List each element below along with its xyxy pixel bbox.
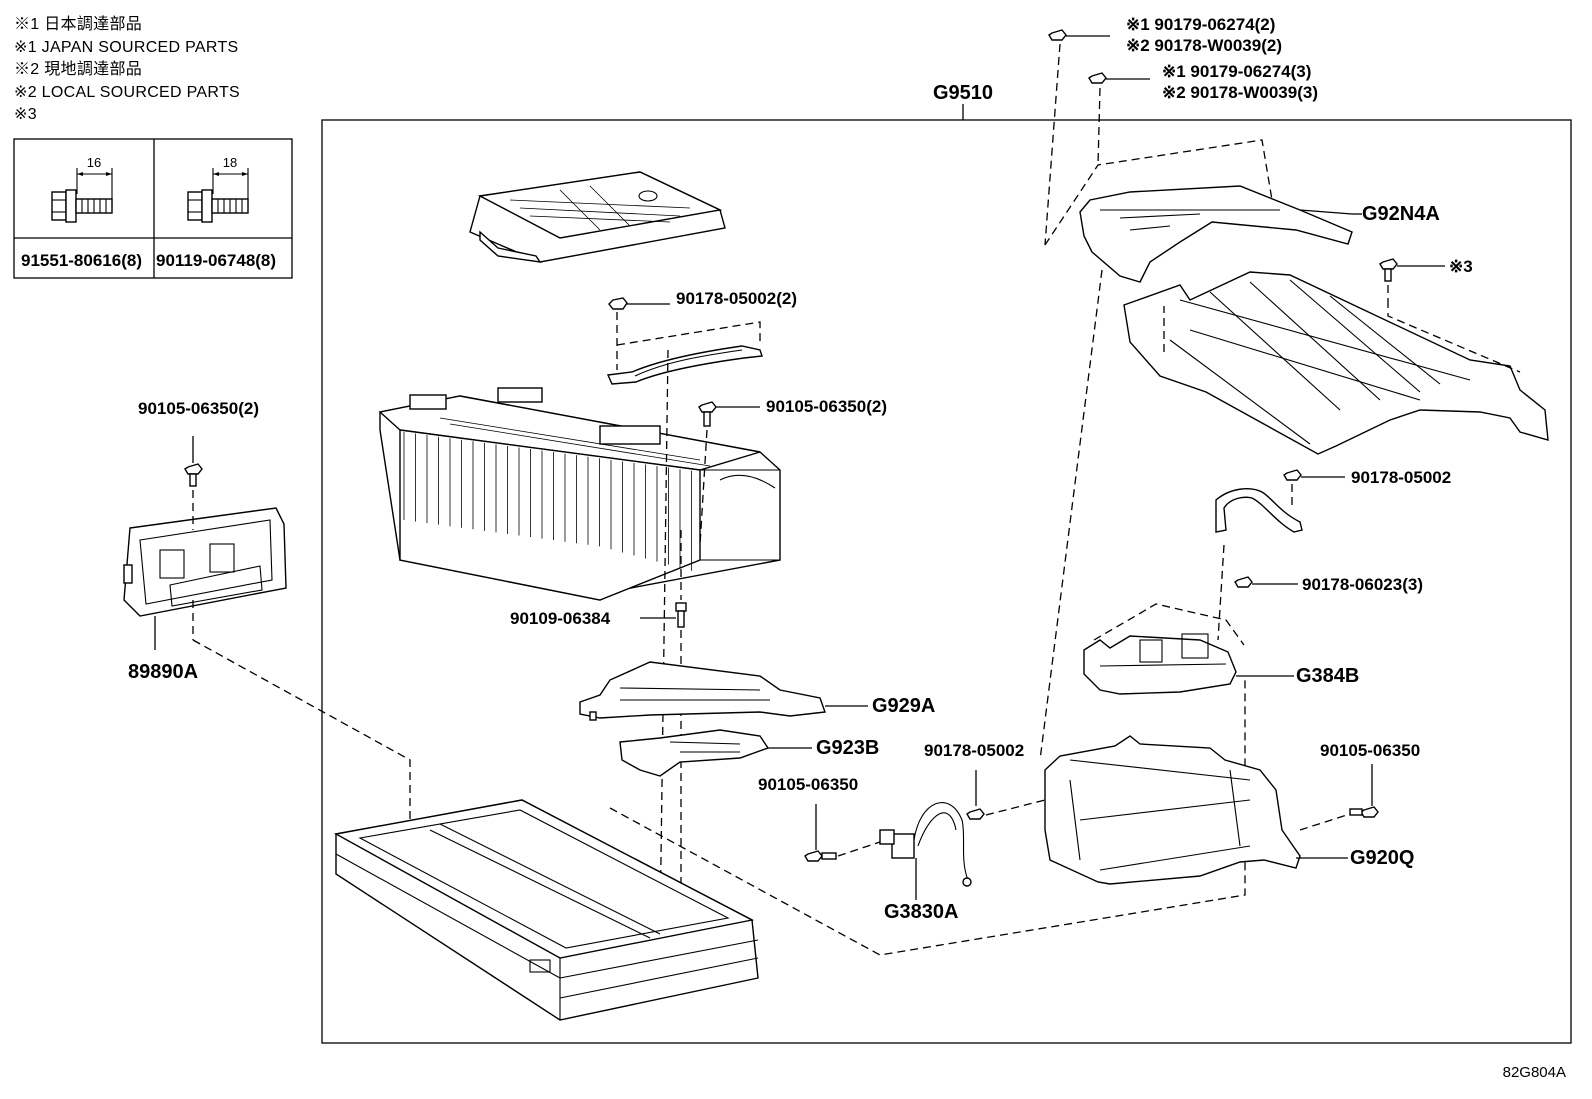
flange-bolt-icon: [187, 168, 249, 223]
callout-90178-05002-low: 90178-05002: [924, 741, 1024, 760]
bracket-g929a: [579, 661, 868, 721]
bolt-90105-lower-right: [1299, 764, 1379, 831]
top-cover-plate: [469, 171, 726, 263]
bolt-90105-mid: [698, 401, 760, 546]
nut-90178-lower: [966, 770, 985, 820]
callout-g384b: G384B: [1296, 665, 1359, 687]
cover-g92n4a: [1044, 139, 1362, 283]
legend-line-japan-en: ※1 JAPAN SOURCED PARTS: [14, 38, 239, 56]
assembly-frame: [321, 119, 1572, 1044]
figure-reference: 82G804A: [1502, 1064, 1566, 1081]
legend-line-local-en: ※2 LOCAL SOURCED PARTS: [14, 83, 240, 101]
ground-cable-right: [1215, 469, 1345, 641]
top-bolts: [1044, 29, 1150, 246]
callout-89890a: 89890A: [128, 661, 198, 683]
callout-top-bolt-a-1: ※1 90179-06274(2): [1126, 15, 1275, 34]
callout-g92n4a: G92N4A: [1362, 203, 1440, 225]
callout-note3: ※3: [1449, 257, 1473, 276]
callout-90178-05002-right: 90178-05002: [1351, 468, 1451, 487]
callout-90105-06350-2-mid: 90105-06350(2): [766, 397, 887, 416]
bolt-length-2: 18: [223, 155, 237, 170]
callout-90178-06023-3: 90178-06023(3): [1302, 575, 1423, 594]
bolt-table: 16 18 91551-80616(8) 90119-06748(8): [13, 138, 293, 279]
sensor-g3830a: [879, 802, 972, 900]
bolt-90105-lower-mid: [804, 804, 881, 862]
ground-cable-upper: [606, 297, 763, 385]
bracket-89890a: [123, 436, 411, 820]
screw-90109: [640, 349, 687, 931]
upper-case-cover: [1123, 258, 1549, 455]
bolt-part-number-2: 90119-06748(8): [156, 251, 276, 270]
callout-g929a: G929A: [872, 695, 935, 717]
callout-90105-06350-2-left: 90105-06350(2): [138, 399, 259, 418]
assembly-label: G9510: [933, 82, 993, 104]
callout-90105-06350-low-mid: 90105-06350: [758, 775, 858, 794]
callout-g3830a: G3830A: [884, 901, 959, 923]
callout-top-bolt-a-2: ※2 90178-W0039(2): [1126, 36, 1282, 55]
bolt-length-1: 16: [87, 155, 101, 170]
callout-90109-06384: 90109-06384: [510, 609, 611, 628]
callout-labels: ※1 90179-06274(2) ※2 90178-W0039(2) ※1 9…: [128, 15, 1473, 923]
junction-block-g384b: [1083, 576, 1298, 695]
callout-90105-06350-low-right: 90105-06350: [1320, 741, 1420, 760]
battery-module: [378, 387, 781, 601]
legend-line-local-jp: ※2 現地調達部品: [14, 61, 143, 78]
legend-line-note3: ※3: [14, 106, 37, 123]
callout-g920q: G920Q: [1350, 847, 1414, 869]
flange-bolt-icon: [51, 168, 113, 223]
callout-g923b: G923B: [816, 737, 879, 759]
legend: ※1 日本調達部品 ※1 JAPAN SOURCED PARTS ※2 現地調達…: [14, 14, 240, 127]
bolt-part-number-1: 91551-80616(8): [21, 251, 142, 270]
callout-top-bolt-b-1: ※1 90179-06274(3): [1162, 62, 1311, 81]
bracket-g920q: [985, 735, 1348, 885]
battery-tray: [333, 799, 759, 1021]
callout-90178-05002-2: 90178-05002(2): [676, 289, 797, 308]
legend-line-japan-jp: ※1 日本調達部品: [14, 16, 143, 33]
bracket-g923b: [619, 729, 812, 777]
callout-top-bolt-b-2: ※2 90178-W0039(3): [1162, 83, 1318, 102]
